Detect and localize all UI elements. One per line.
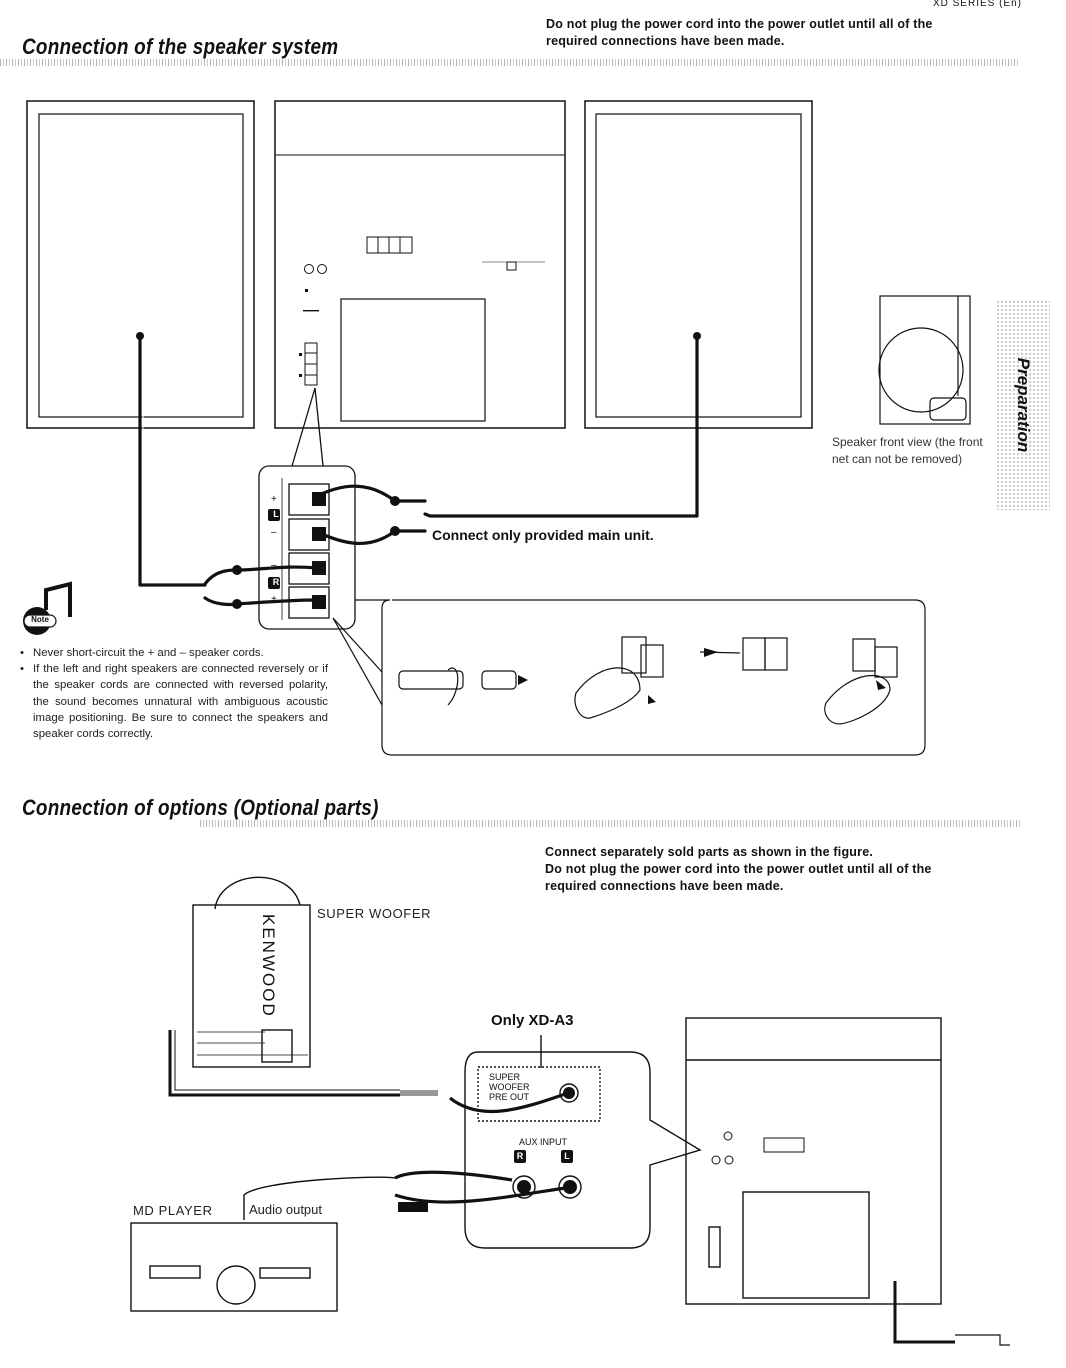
audio-output-label: Audio output <box>249 1202 323 1217</box>
main-unit-panel <box>340 298 486 422</box>
main-unit-callout: Connect only provided main unit. <box>432 527 654 543</box>
options-instructions: Connect separately sold parts as shown i… <box>545 844 1045 895</box>
md-player-label: MD PLAYER <box>133 1203 213 1218</box>
speaker-front-caption-line1: Speaker front view (the front <box>832 435 983 449</box>
note-item-2: If the left and right speakers are conne… <box>20 661 328 742</box>
section-divider <box>0 59 1020 66</box>
note-icon-label: Note <box>31 615 49 624</box>
options-line3: required connections have been made. <box>545 879 784 893</box>
super-woofer-label: SUPER WOOFER <box>317 906 432 921</box>
terminal-right-label: R <box>272 577 280 587</box>
series-tag: XD SERIES (En) <box>932 0 1022 9</box>
only-model-label: Only XD-A3 <box>491 1012 574 1029</box>
main-unit-rear <box>274 100 566 429</box>
section-title-speaker-system: Connection of the speaker system <box>22 34 339 59</box>
pre-out-line1: SUPER <box>489 1072 521 1082</box>
pre-out-line2: WOOFER <box>489 1082 530 1092</box>
terminal-plus-label-r: + <box>271 594 277 605</box>
terminal-left-label: L <box>273 509 279 519</box>
aux-left-label: L <box>564 1151 570 1161</box>
speaker-front-caption: Speaker front view (the front net can no… <box>832 434 983 468</box>
options-line1: Connect separately sold parts as shown i… <box>545 845 874 859</box>
note-list: Never short-circuit the + and – speaker … <box>20 645 328 742</box>
pre-out-line3: PRE OUT <box>489 1092 530 1102</box>
power-warning: Do not plug the power cord into the powe… <box>546 16 1046 50</box>
options-line2: Do not plug the power cord into the powe… <box>545 862 932 876</box>
pre-out-label: SUPER WOOFER PRE OUT <box>489 1072 530 1102</box>
side-tab: Preparation <box>996 300 1050 510</box>
section-title-options: Connection of options (Optional parts) <box>22 795 379 820</box>
aux-right-label: R <box>516 1151 524 1161</box>
terminal-minus-label-r: – <box>271 560 277 571</box>
note-item-1: Never short-circuit the + and – speaker … <box>20 645 328 661</box>
power-warning-line2: required connections have been made. <box>546 34 785 48</box>
woofer-brand: KENWOOD <box>259 914 278 1018</box>
section-divider-2 <box>200 820 1020 827</box>
terminal-minus-label: – <box>271 527 277 538</box>
speaker-front-caption-line2: net can not be removed) <box>832 452 963 466</box>
aux-input-label: AUX INPUT <box>519 1137 568 1147</box>
terminal-plus-label: + <box>271 494 277 505</box>
power-warning-line1: Do not plug the power cord into the powe… <box>546 17 933 31</box>
